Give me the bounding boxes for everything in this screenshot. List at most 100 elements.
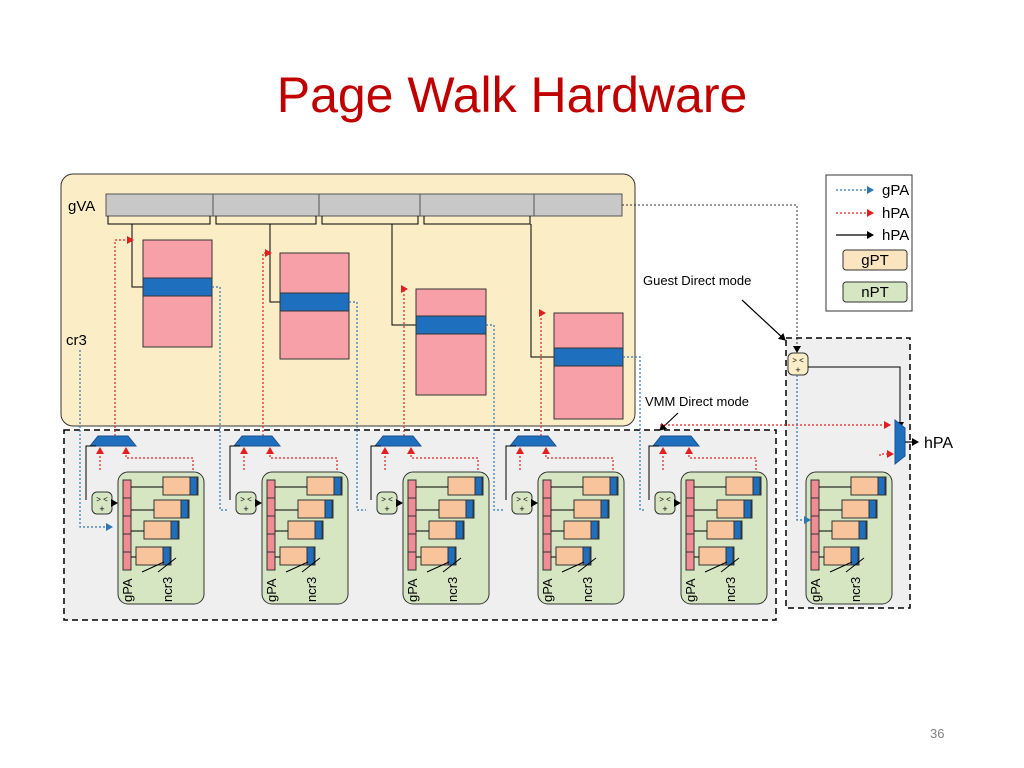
ncr3-pointer bbox=[720, 557, 740, 573]
final-gpa-line bbox=[796, 375, 811, 524]
guest-direct-path bbox=[622, 204, 801, 353]
gva-segment bbox=[212, 193, 320, 217]
npt-column-cell bbox=[810, 497, 820, 517]
npt-column-cell bbox=[407, 551, 417, 571]
npt-column-cell bbox=[542, 479, 552, 499]
npt-column-cell bbox=[685, 479, 695, 499]
npt-table bbox=[823, 546, 860, 566]
ncr3-pointer bbox=[829, 561, 853, 573]
npte-entry bbox=[609, 476, 618, 496]
npte-entry bbox=[743, 499, 752, 519]
mux-to-adder-line bbox=[648, 445, 659, 500]
walk-mux bbox=[508, 435, 558, 447]
npt-column-cell bbox=[542, 551, 552, 571]
npt-column-cell bbox=[810, 551, 820, 571]
npte-entry bbox=[868, 499, 877, 519]
npt-column-cell bbox=[685, 533, 695, 553]
ncr3-pointer bbox=[442, 557, 462, 573]
ncr3-pointer bbox=[426, 561, 450, 573]
ncr3-pointer bbox=[141, 561, 165, 573]
npt-gpa-label: gPA bbox=[540, 578, 555, 602]
legend-npt-label: nPT bbox=[861, 284, 889, 301]
npt-table bbox=[841, 499, 878, 519]
npt-hpa-arrow bbox=[122, 447, 194, 478]
npte-entry bbox=[333, 476, 342, 496]
ncr3-pointer bbox=[704, 561, 728, 573]
npt-table bbox=[447, 476, 484, 496]
nested-walk-unit: > <+ gPA ncr3 bbox=[648, 435, 768, 605]
npte-entry bbox=[324, 499, 333, 519]
adder-top-label: > < bbox=[516, 495, 528, 504]
npte-entry bbox=[733, 520, 742, 540]
npt-column-cell bbox=[685, 497, 695, 517]
adder-top-label: > < bbox=[240, 495, 252, 504]
legend-gpt-label: gPT bbox=[861, 252, 889, 269]
mux-to-adder-line bbox=[370, 445, 381, 500]
npt-table bbox=[438, 499, 475, 519]
npt-column-cell bbox=[122, 479, 132, 499]
walk-mux bbox=[651, 435, 701, 447]
page-title: Page Walk Hardware bbox=[276, 67, 748, 123]
walk-adder: > <+ bbox=[376, 491, 398, 515]
npt-ncr3-label: ncr3 bbox=[445, 577, 460, 602]
npt-table bbox=[143, 520, 180, 540]
npt-table bbox=[573, 499, 610, 519]
npte-entry bbox=[314, 520, 323, 540]
npt-table bbox=[297, 499, 334, 519]
legend-hpa-solid-label: hPA bbox=[882, 227, 909, 244]
npt-column-cell bbox=[685, 551, 695, 571]
legend-gpa-label: gPA bbox=[882, 182, 909, 199]
npt-table bbox=[279, 546, 316, 566]
npt-ncr3-label: ncr3 bbox=[304, 577, 319, 602]
hpa-arrows-to-tables bbox=[114, 236, 546, 436]
npt-table bbox=[306, 476, 343, 496]
npt-gpa-label: gPA bbox=[120, 578, 135, 602]
pte-entry bbox=[553, 347, 624, 367]
npt-ncr3-label: ncr3 bbox=[580, 577, 595, 602]
npt-column-cell bbox=[542, 497, 552, 517]
adder-bottom-label: + bbox=[662, 504, 667, 514]
npt-table bbox=[698, 546, 735, 566]
adder-top-label: > < bbox=[381, 495, 393, 504]
npt-column-cell bbox=[407, 515, 417, 535]
npte-entry bbox=[752, 476, 761, 496]
npt-column-cell bbox=[542, 533, 552, 553]
npt-column-cell bbox=[407, 533, 417, 553]
guest-page-table bbox=[142, 239, 213, 348]
npt-table bbox=[725, 476, 762, 496]
walk-adder: > <+ bbox=[654, 491, 676, 515]
adder-bottom-label: + bbox=[99, 504, 104, 514]
vmm-direct-pointer bbox=[659, 412, 679, 431]
npt-table bbox=[831, 520, 868, 540]
walk-mux bbox=[88, 435, 138, 447]
npt-hpa-arrow bbox=[542, 447, 614, 478]
guest-direct-pointer bbox=[741, 299, 786, 341]
npte-entry bbox=[189, 476, 198, 496]
mux-to-adder-line bbox=[229, 445, 240, 500]
npt-ncr3-label: ncr3 bbox=[848, 577, 863, 602]
npt-column-cell bbox=[266, 515, 276, 535]
npt-column-cell bbox=[266, 497, 276, 517]
gva-segment bbox=[105, 193, 214, 217]
gva-segment bbox=[419, 193, 535, 217]
legend-npt-swatch bbox=[842, 281, 908, 303]
walk-adder: > <+ bbox=[235, 491, 257, 515]
npt-table bbox=[135, 546, 172, 566]
npt-hpa-arrow bbox=[266, 447, 338, 478]
adder-bottom-label: + bbox=[519, 504, 524, 514]
npt-table bbox=[420, 546, 457, 566]
npt-table bbox=[153, 499, 190, 519]
npt-ncr3-label: ncr3 bbox=[160, 577, 175, 602]
pte-entry bbox=[142, 277, 213, 297]
npte-entry bbox=[180, 499, 189, 519]
nested-walk-unit: > <+ gPA ncr3 bbox=[505, 435, 625, 605]
npt-gpa-label: gPA bbox=[683, 578, 698, 602]
npt-ncr3-label: ncr3 bbox=[723, 577, 738, 602]
npt-column-cell bbox=[122, 551, 132, 571]
gpa-arrows-from-ptes bbox=[79, 286, 645, 531]
npt-table bbox=[563, 520, 600, 540]
npt-column-cell bbox=[266, 551, 276, 571]
